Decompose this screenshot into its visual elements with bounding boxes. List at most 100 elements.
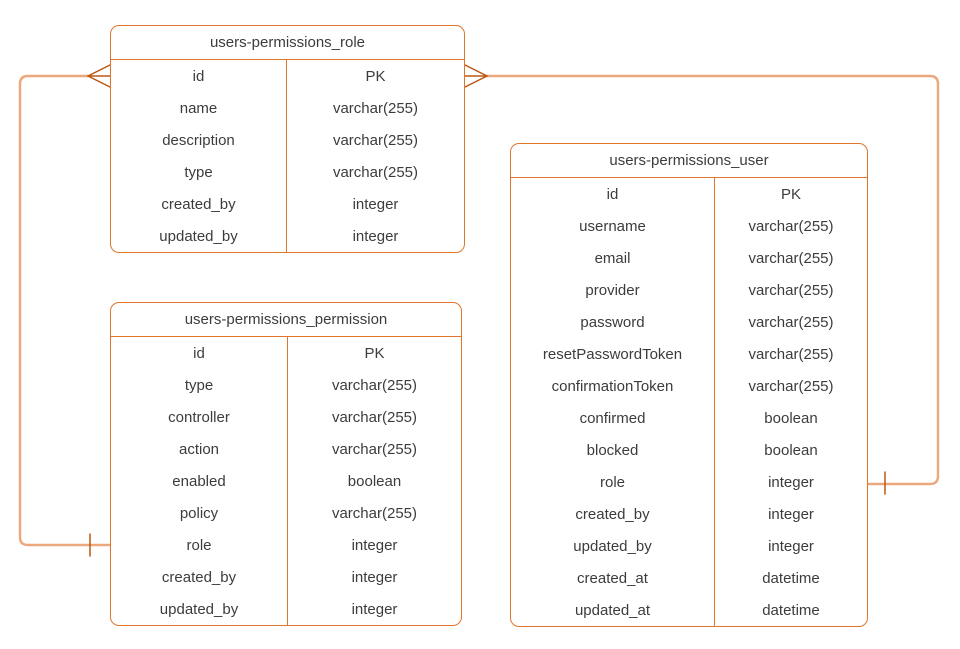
table-row: created_by integer <box>111 188 464 220</box>
connector-role-to-user[interactable] <box>485 74 940 486</box>
field-type: boolean <box>764 441 818 459</box>
table-row: name varchar(255) <box>111 92 464 124</box>
table-row: created_by integer <box>511 498 867 530</box>
table-rows: id PK username varchar(255) email varchar(255… <box>511 178 867 626</box>
table-row: updated_by integer <box>111 220 464 252</box>
field-name: role <box>511 466 715 498</box>
table-row: confirmed boolean <box>511 402 867 434</box>
field-name: confirmationToken <box>511 370 715 402</box>
field-type: datetime <box>762 569 820 587</box>
field-name: created_by <box>111 188 287 220</box>
field-name: type <box>111 156 287 188</box>
field-type: varchar(255) <box>331 408 418 426</box>
field-name: updated_by <box>511 530 715 562</box>
field-name: password <box>511 306 715 338</box>
connector-role-to-permission[interactable] <box>18 74 112 547</box>
field-type: PK <box>364 344 385 362</box>
table-row: type varchar(255) <box>111 156 464 188</box>
table-row: updated_by integer <box>511 530 867 562</box>
field-type: varchar(255) <box>748 249 834 267</box>
crows-foot-many-icon <box>86 64 111 88</box>
field-name: updated_at <box>511 594 715 626</box>
field-type: varchar(255) <box>748 217 834 235</box>
field-name: created_by <box>111 561 288 593</box>
table-row: enabled boolean <box>111 465 461 497</box>
field-type: integer <box>768 473 814 491</box>
table-title: users-permissions_permission <box>111 303 461 337</box>
field-type: boolean <box>347 472 402 490</box>
field-type: integer <box>352 227 399 245</box>
field-type: PK <box>780 185 801 203</box>
field-type: varchar(255) <box>331 440 418 458</box>
field-type: integer <box>351 536 398 554</box>
field-type: varchar(255) <box>748 313 834 331</box>
table-row: password varchar(255) <box>511 306 867 338</box>
field-type: varchar(255) <box>332 99 419 117</box>
field-type: varchar(255) <box>331 504 418 522</box>
field-name: provider <box>511 274 715 306</box>
entity-table-users-permissions-user[interactable]: users-permissions_user id PK username varch… <box>510 143 868 627</box>
field-type: integer <box>351 600 398 618</box>
field-name: id <box>511 178 715 210</box>
table-row: type varchar(255) <box>111 369 461 401</box>
field-name: controller <box>111 401 288 433</box>
field-name: updated_by <box>111 593 288 625</box>
table-row: username varchar(255) <box>511 210 867 242</box>
field-type: varchar(255) <box>748 281 834 299</box>
table-row: blocked boolean <box>511 434 867 466</box>
field-type: integer <box>768 537 814 555</box>
table-row: updated_by integer <box>111 593 461 625</box>
field-name: created_by <box>511 498 715 530</box>
field-type: varchar(255) <box>332 131 419 149</box>
field-name: blocked <box>511 434 715 466</box>
table-row: updated_at datetime <box>511 594 867 626</box>
table-row: role integer <box>511 466 867 498</box>
table-row: id PK <box>111 337 461 369</box>
field-name: policy <box>111 497 288 529</box>
field-name: name <box>111 92 287 124</box>
table-row: controller varchar(255) <box>111 401 461 433</box>
field-type: datetime <box>762 601 820 619</box>
field-name: description <box>111 124 287 156</box>
field-name: id <box>111 337 288 369</box>
table-row: id PK <box>511 178 867 210</box>
field-type: boolean <box>764 409 818 427</box>
table-row: description varchar(255) <box>111 124 464 156</box>
table-rows: id PK type varchar(255) controller varchar(25… <box>111 337 461 625</box>
table-title: users-permissions_role <box>111 26 464 60</box>
table-row: role integer <box>111 529 461 561</box>
table-row: created_at datetime <box>511 562 867 594</box>
table-row: id PK <box>111 60 464 92</box>
field-name: enabled <box>111 465 288 497</box>
field-type: varchar(255) <box>331 376 418 394</box>
field-type: integer <box>352 195 399 213</box>
field-type: varchar(255) <box>748 345 834 363</box>
field-name: confirmed <box>511 402 715 434</box>
field-type: integer <box>768 505 814 523</box>
field-name: username <box>511 210 715 242</box>
table-row: created_by integer <box>111 561 461 593</box>
table-row: email varchar(255) <box>511 242 867 274</box>
field-name: resetPasswordToken <box>511 338 715 370</box>
entity-table-users-permissions-role[interactable]: users-permissions_role id PK name varchar(2… <box>110 25 465 253</box>
field-type: varchar(255) <box>332 163 419 181</box>
table-rows: id PK name varchar(255) description varchar(2… <box>111 60 464 252</box>
field-name: email <box>511 242 715 274</box>
field-name: created_at <box>511 562 715 594</box>
table-title: users-permissions_user <box>511 144 867 178</box>
table-row: provider varchar(255) <box>511 274 867 306</box>
table-row: resetPasswordToken varchar(255) <box>511 338 867 370</box>
entity-table-users-permissions-permission[interactable]: users-permissions_permission id PK type var… <box>110 302 462 626</box>
field-type: integer <box>351 568 398 586</box>
field-name: action <box>111 433 288 465</box>
field-name: type <box>111 369 288 401</box>
field-name: updated_by <box>111 220 287 252</box>
field-name: role <box>111 529 288 561</box>
field-type: PK <box>365 67 386 85</box>
table-row: policy varchar(255) <box>111 497 461 529</box>
crows-foot-many-icon <box>464 64 489 88</box>
field-name: id <box>111 60 287 92</box>
